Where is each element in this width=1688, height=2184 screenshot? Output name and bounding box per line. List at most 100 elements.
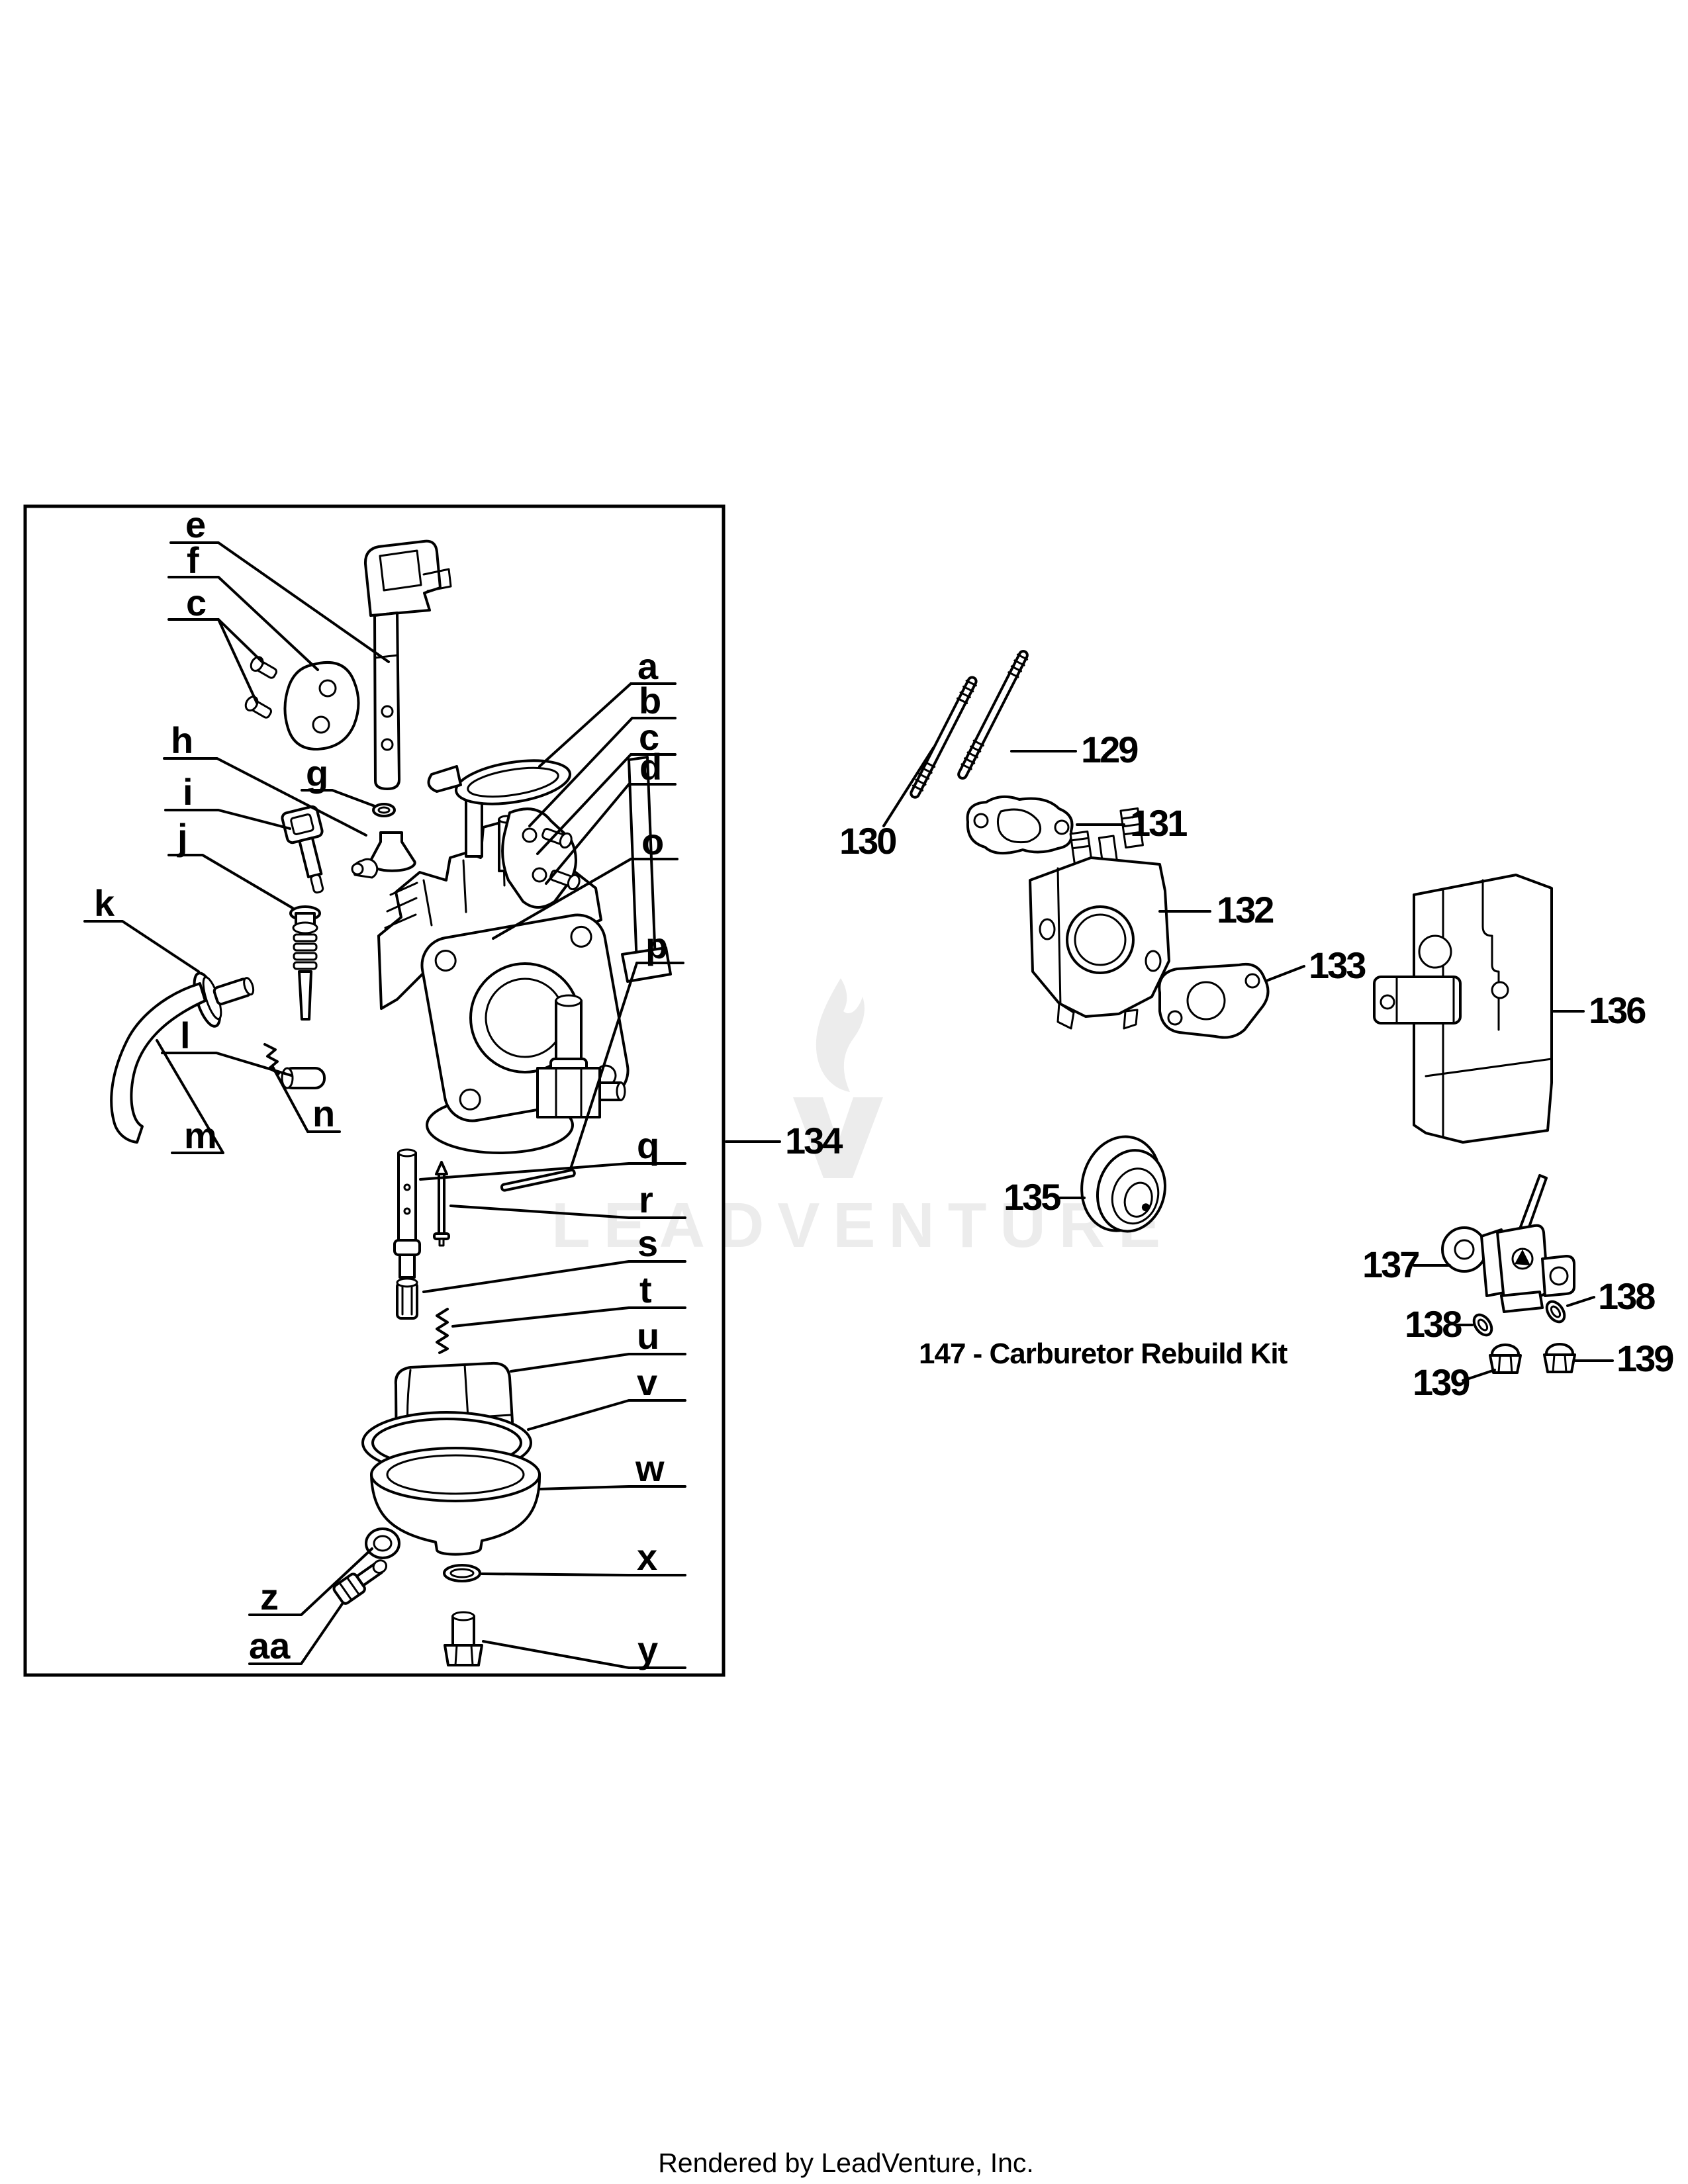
pilot-jet-tip	[310, 874, 324, 894]
screw-head	[567, 874, 581, 891]
part-letter-r: r	[639, 1179, 653, 1220]
shield-hole-2	[1491, 981, 1509, 999]
label-136: 136	[1552, 989, 1648, 1031]
label-y: y	[482, 1629, 686, 1670]
leader-r	[449, 1205, 686, 1219]
label-aa: aa	[248, 1602, 344, 1666]
leader-v	[527, 1399, 686, 1431]
label-c-top: c	[167, 582, 265, 704]
part-letter-x: x	[637, 1536, 657, 1578]
nut-right-hex	[1543, 1353, 1576, 1373]
drain-screw-facets	[338, 1576, 361, 1602]
leader-l	[161, 1052, 293, 1077]
part-letter-g: g	[306, 752, 328, 794]
part-shaft-hole-1	[381, 705, 394, 718]
label-l: l	[161, 1015, 293, 1077]
part-oring-x-inner	[449, 1568, 475, 1578]
part-bowl-bolt-y	[444, 1611, 483, 1666]
elbow-nipple-end	[616, 1081, 626, 1101]
main-jet-rib	[293, 942, 318, 952]
label-d: d	[545, 746, 677, 885]
part-number-138-left: 138	[1405, 1303, 1462, 1345]
valve-tray	[1500, 1291, 1544, 1313]
tube-top	[397, 1148, 417, 1158]
leader-s	[422, 1260, 686, 1293]
oring-138-left-inner	[1477, 1318, 1489, 1332]
screw-head	[559, 832, 573, 849]
oring-138-right-inner	[1550, 1305, 1562, 1318]
spacer-legs	[1056, 1002, 1139, 1030]
leader-z	[248, 1547, 373, 1616]
label-138-right: 138	[1566, 1275, 1657, 1317]
pilot-jet-slot	[290, 813, 314, 835]
leader-m	[156, 1039, 224, 1154]
nozzle-facets	[401, 1285, 413, 1316]
label-134: 134	[725, 1120, 845, 1161]
valve-disc-hole	[1454, 1239, 1475, 1260]
part-letter-i: i	[183, 771, 193, 813]
part-letter-m: m	[184, 1115, 217, 1156]
part-letter-aa: aa	[249, 1625, 291, 1666]
part-letter-z: z	[260, 1576, 279, 1617]
part-heat-shield-136	[1373, 874, 1553, 1144]
label-132: 132	[1158, 889, 1275, 931]
part-shaft-collar	[373, 654, 399, 659]
part-choke-plate-hole-1	[318, 679, 337, 698]
shield-hole-1	[1418, 934, 1452, 969]
part-number-134: 134	[785, 1120, 843, 1161]
valve-tab-hole	[1549, 1266, 1569, 1286]
label-r: r	[449, 1179, 686, 1220]
part-number-135: 135	[1004, 1176, 1060, 1218]
leader-e	[169, 541, 390, 663]
leader-n	[271, 1066, 341, 1133]
part-letter-q: q	[637, 1124, 659, 1166]
watermark-flame-icon	[816, 978, 865, 1092]
part-choke-plate	[283, 660, 360, 751]
gasket-131-hole-1	[973, 813, 989, 829]
part-number-132: 132	[1217, 889, 1273, 931]
pilot-jet-stem	[298, 836, 323, 879]
leader-a	[538, 682, 677, 768]
label-s: s	[422, 1222, 686, 1293]
part-fuel-hose-m	[110, 982, 207, 1144]
label-n: n	[271, 1066, 341, 1134]
part-number-138-right: 138	[1598, 1275, 1655, 1317]
leader-i	[164, 809, 291, 830]
part-stud-129	[957, 650, 1029, 780]
label-m: m	[156, 1039, 224, 1156]
part-letter-v: v	[637, 1361, 657, 1403]
part-number-129: 129	[1081, 729, 1138, 770]
leader-139-left	[1462, 1369, 1496, 1382]
tube-body	[397, 1152, 417, 1253]
leader-130	[882, 747, 935, 827]
part-number-133: 133	[1309, 944, 1366, 986]
leader-138-right	[1566, 1296, 1595, 1307]
part-letter-o: o	[641, 821, 664, 862]
part-number-137: 137	[1362, 1244, 1419, 1285]
flange-hole-2	[570, 925, 592, 948]
part-oring-138-left	[1472, 1313, 1493, 1337]
spacer-hole-2	[1145, 950, 1162, 972]
label-e: e	[169, 504, 390, 663]
gasket-133-opening	[1186, 981, 1226, 1021]
part-letter-e: e	[185, 504, 206, 545]
label-k: k	[83, 882, 200, 973]
leader-g	[301, 789, 376, 807]
tube-hole-1	[403, 1183, 411, 1191]
kit-caption: 147 - Carburetor Rebuild Kit	[919, 1338, 1288, 1370]
part-fuel-inlet-elbow	[536, 994, 626, 1118]
label-q: q	[419, 1124, 686, 1181]
shield-bracket-hole	[1380, 994, 1395, 1010]
part-oring-g-inner	[377, 806, 391, 814]
leader-h	[163, 757, 367, 837]
needle-body	[438, 1173, 445, 1235]
tube-hole-2	[403, 1207, 411, 1215]
label-x: x	[481, 1536, 686, 1578]
part-number-139-left: 139	[1413, 1361, 1470, 1403]
part-letter-u: u	[637, 1315, 659, 1357]
main-jet-tip	[298, 970, 312, 1021]
part-letter-d: d	[639, 746, 662, 788]
part-gasket-131	[966, 795, 1074, 855]
footer-text: Rendered by LeadVenture, Inc.	[658, 2148, 1034, 2178]
part-letter-s: s	[637, 1222, 658, 1264]
